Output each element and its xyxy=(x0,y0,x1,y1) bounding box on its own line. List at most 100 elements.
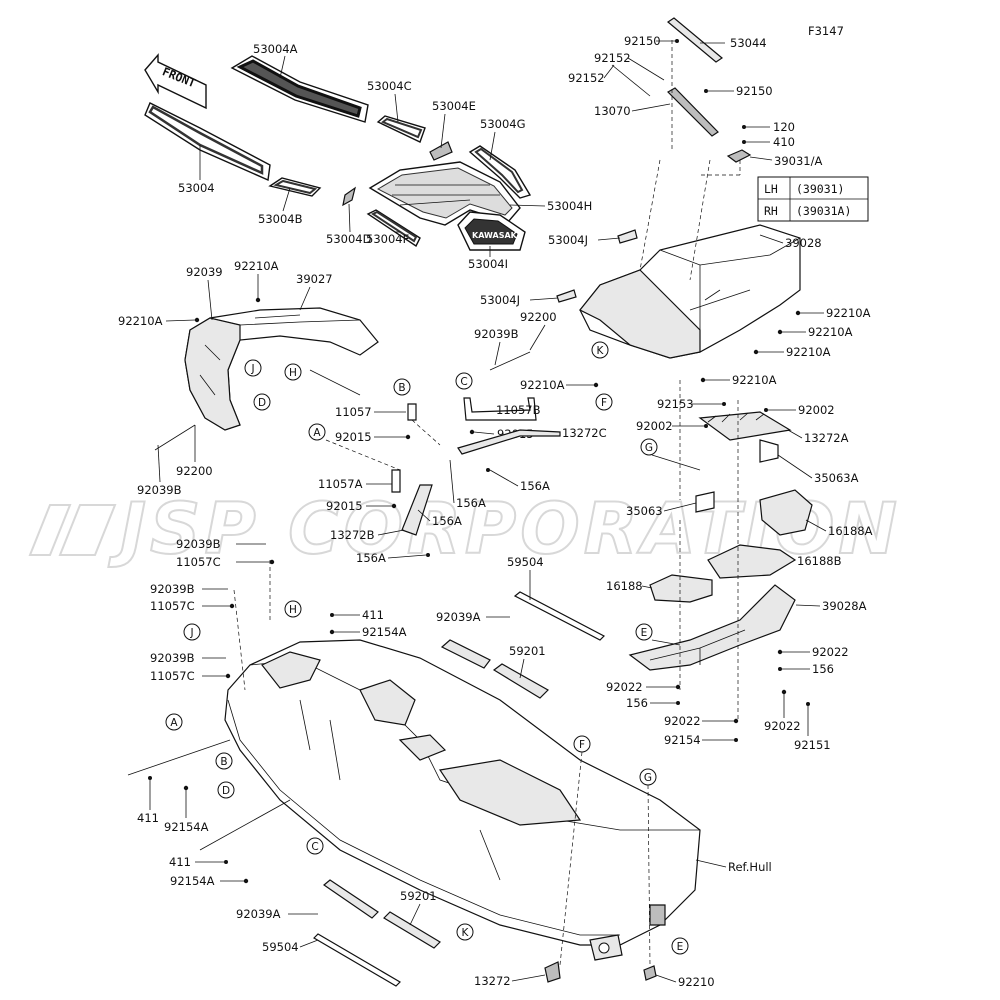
hull: Ref.Hull xyxy=(224,639,772,961)
label-53004B: 53004B xyxy=(258,212,303,226)
label-53004A: 53004A xyxy=(253,42,298,56)
callout-G-2: G xyxy=(644,772,652,784)
label-11057C-c: 11057C xyxy=(150,669,195,683)
label-16188A: 16188A xyxy=(828,524,873,538)
label-53004: 53004 xyxy=(178,181,215,195)
deck-mat-53004E xyxy=(429,141,453,161)
part-11057B xyxy=(463,397,537,421)
callout-E-2: E xyxy=(677,941,684,953)
label-92039B-c: 92039B xyxy=(176,537,221,551)
label-59201-a: 59201 xyxy=(509,644,546,658)
callout-H-1: H xyxy=(289,367,297,379)
callout-F-1: F xyxy=(601,397,607,409)
part-92210 xyxy=(643,965,657,981)
part-35063 xyxy=(695,491,715,513)
label-92039A-a: 92039A xyxy=(436,610,481,624)
right-lower-parts: 92153 92002 92002 13272A 35063A 35063 16… xyxy=(606,380,873,752)
label-92210A-r2: 92210A xyxy=(808,325,853,339)
label-156A-d: 156A xyxy=(456,496,486,510)
label-53004G: 53004G xyxy=(480,117,526,131)
table-part-rh: (39031A) xyxy=(796,204,851,218)
label-92022-b: 92022 xyxy=(606,680,643,694)
label-92154A-c: 92154A xyxy=(170,874,215,888)
label-92022-a: 92022 xyxy=(812,645,849,659)
part-16188B xyxy=(707,544,797,579)
part-59201-b2 xyxy=(383,911,441,949)
callout-K-1: K xyxy=(597,345,605,357)
deck-mat-53004D xyxy=(342,186,356,207)
part-53004J-lower xyxy=(556,289,577,303)
label-92210A-r5: 92210A xyxy=(520,378,565,392)
part-13272C xyxy=(457,429,561,455)
label-53004H: 53004H xyxy=(547,199,592,213)
callout-K-2: K xyxy=(462,927,470,939)
callout-D-2: D xyxy=(222,785,230,797)
table-side-lh: LH xyxy=(764,182,778,196)
rear-upper-parts: 53044 92150 92152 92152 92150 13070 120 … xyxy=(568,17,822,176)
label-53044: 53044 xyxy=(730,36,767,50)
label-92154: 92154 xyxy=(664,733,701,747)
label-92015-a: 92015 xyxy=(335,430,372,444)
deck-mat-53004A xyxy=(230,55,369,123)
label-92039B-e: 92039B xyxy=(150,651,195,665)
svg-text:KAWASAKI: KAWASAKI xyxy=(472,231,520,240)
label-53004E: 53004E xyxy=(432,99,476,113)
label-11057C-a: 11057C xyxy=(176,555,221,569)
label-92152-b: 92152 xyxy=(568,71,605,85)
callout-C-1: C xyxy=(460,376,467,388)
rear-deck-fasteners: 92210A 92210A 92210A 92210A 92210A 92200… xyxy=(474,306,871,392)
label-13272: 13272 xyxy=(474,974,511,988)
callout-E-1: E xyxy=(641,627,648,639)
label-92153: 92153 xyxy=(657,397,694,411)
part-39028A xyxy=(628,584,796,671)
label-59504-a: 59504 xyxy=(507,555,544,569)
label-92022-d: 92022 xyxy=(764,719,801,733)
deck-mat-53004H xyxy=(368,161,521,226)
deck-mat-53004B xyxy=(268,177,322,197)
callout-G-1: G xyxy=(645,442,653,454)
callout-A-2: A xyxy=(170,717,178,729)
callout-J-2: J xyxy=(189,627,193,639)
table-part-lh: (39031) xyxy=(796,182,844,196)
part-11057 xyxy=(407,403,417,421)
label-411-a: 411 xyxy=(362,608,384,622)
part-16188A xyxy=(759,489,813,536)
label-53004C: 53004C xyxy=(367,79,412,93)
label-16188B: 16188B xyxy=(797,554,842,568)
part-13070 xyxy=(667,87,719,137)
label-13070: 13070 xyxy=(594,104,631,118)
part-59201-a1 xyxy=(440,639,491,669)
label-156A-b: 156A xyxy=(432,514,462,528)
label-59504-b: 59504 xyxy=(262,940,299,954)
label-53004I: 53004I xyxy=(468,257,508,271)
part-13272B xyxy=(401,484,433,536)
callout-D-1: D xyxy=(258,397,266,409)
label-156A-a: 156A xyxy=(356,551,386,565)
label-11057A: 11057A xyxy=(318,477,363,491)
label-410: 410 xyxy=(773,135,795,149)
label-53004D: 53004D xyxy=(326,232,372,246)
label-411-b: 411 xyxy=(137,811,159,825)
label-39028A: 39028A xyxy=(822,599,867,613)
label-156A-c: 156A xyxy=(520,479,550,493)
label-92150-a: 92150 xyxy=(624,34,661,48)
label-13272B: 13272B xyxy=(330,528,375,542)
part-16188 xyxy=(649,574,713,603)
part-35063A xyxy=(759,439,779,463)
part-13272 xyxy=(544,961,561,983)
deck-mat-53004G xyxy=(468,145,532,199)
label-92039A-b: 92039A xyxy=(236,907,281,921)
part-59504-a xyxy=(513,591,606,641)
callout-A-1: A xyxy=(313,427,321,439)
label-92210A-l1: 92210A xyxy=(234,259,279,273)
label-35063: 35063 xyxy=(626,504,663,518)
label-92151: 92151 xyxy=(794,738,831,752)
label-92210: 92210 xyxy=(678,975,715,989)
label-53004J-a: 53004J xyxy=(548,233,588,247)
label-92210A-l2: 92210A xyxy=(118,314,163,328)
label-11057C-b: 11057C xyxy=(150,599,195,613)
label-92150-b: 92150 xyxy=(736,84,773,98)
label-120: 120 xyxy=(773,120,795,134)
label-92015-b: 92015 xyxy=(326,499,363,513)
